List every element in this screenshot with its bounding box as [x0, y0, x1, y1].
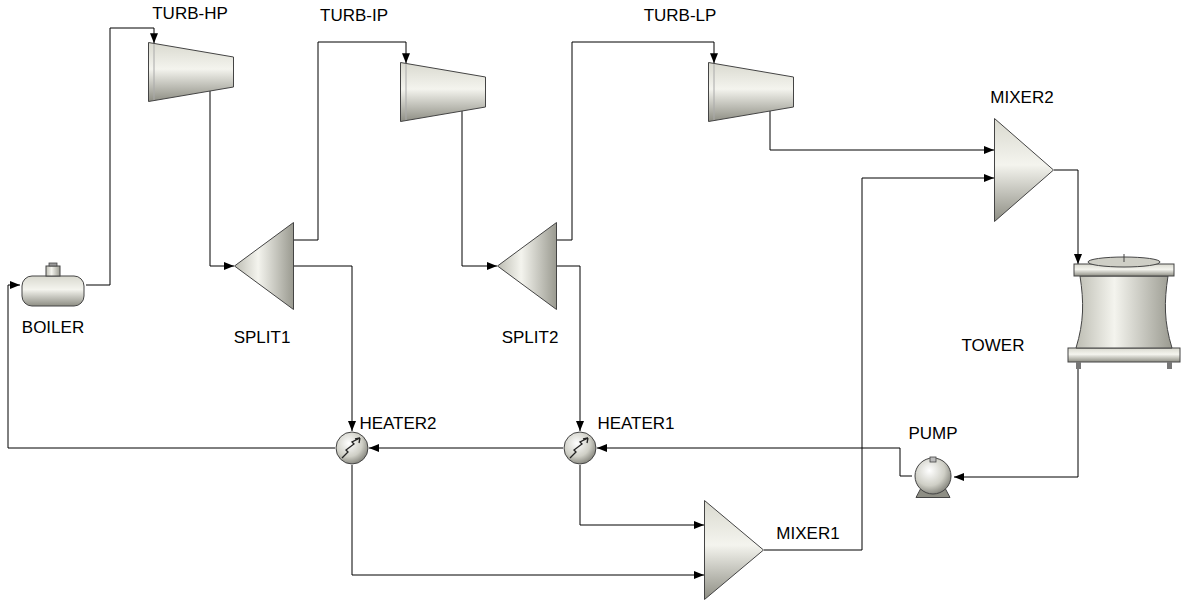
boiler-block: BOILER [20, 262, 86, 308]
stream-line [1054, 170, 1078, 264]
stream-line [954, 362, 1078, 477]
block-label: TOWER [962, 336, 1025, 356]
equipment-icon [563, 431, 597, 465]
turbine-block: TURB-IP [400, 62, 486, 122]
equipment-icon [1064, 252, 1184, 370]
stream-line [369, 448, 563, 449]
block-label: HEATER1 [597, 414, 674, 434]
stream-line [352, 465, 704, 575]
turbine-block: TURB-HP [148, 42, 234, 102]
equipment-icon [400, 62, 486, 122]
block-label: TURB-LP [644, 6, 717, 26]
mixer-block: MIXER1 [704, 500, 764, 600]
stream-line [294, 42, 406, 240]
stream-line [557, 42, 714, 240]
block-label: TURB-HP [152, 4, 228, 24]
stream-line [580, 465, 704, 525]
pump-block: PUMP [912, 456, 954, 498]
heater-block: HEATER1 [563, 431, 597, 465]
splitter-block: SPLIT2 [497, 222, 557, 310]
block-label: BOILER [22, 318, 84, 338]
stream-line [764, 178, 994, 550]
equipment-icon [912, 456, 954, 498]
block-label: MIXER1 [776, 524, 839, 544]
equipment-icon [994, 118, 1054, 222]
stream-line [557, 266, 580, 431]
stream-line [770, 111, 994, 150]
equipment-icon [497, 222, 557, 310]
equipment-icon [708, 62, 794, 122]
block-label: HEATER2 [359, 414, 436, 434]
equipment-icon [20, 262, 86, 308]
heater-block: HEATER2 [335, 431, 369, 465]
equipment-icon [148, 42, 234, 102]
block-label: MIXER2 [990, 88, 1053, 108]
block-label: PUMP [908, 424, 957, 444]
mixer-block: MIXER2 [994, 118, 1054, 222]
turbine-block: TURB-LP [708, 62, 794, 122]
block-label: SPLIT2 [502, 328, 559, 348]
block-label: SPLIT1 [234, 328, 291, 348]
cooling-tower-block: TOWER [1064, 252, 1184, 370]
stream-line [294, 266, 352, 431]
stream-line [597, 448, 912, 476]
stream-line [210, 91, 234, 266]
stream-line [462, 111, 497, 266]
block-label: TURB-IP [320, 6, 388, 26]
equipment-icon [234, 222, 294, 310]
equipment-icon [335, 431, 369, 465]
equipment-icon [704, 500, 764, 600]
splitter-block: SPLIT1 [234, 222, 294, 310]
stream-line [8, 285, 335, 448]
stream-line [86, 28, 154, 285]
